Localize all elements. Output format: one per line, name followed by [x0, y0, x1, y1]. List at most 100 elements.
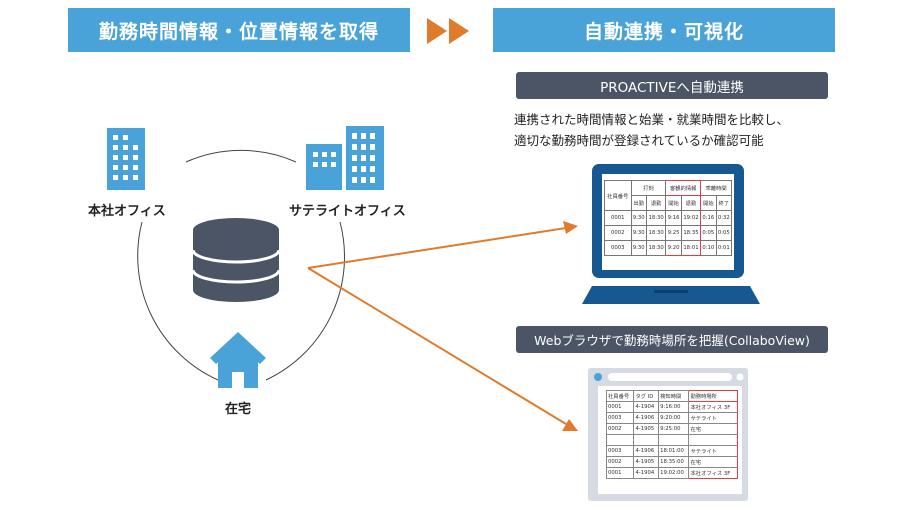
- table-header-cell: 退勤: [680, 195, 702, 211]
- table-row: 0001 9:30 18:30 9:16 19:02 0:16 0:32: [604, 210, 733, 226]
- table-cell: 9:30: [630, 210, 647, 226]
- database-icon: [191, 218, 281, 302]
- office-building-icon: [107, 128, 145, 190]
- circle-arc-left: [137, 221, 219, 381]
- table-cell: [688, 434, 738, 446]
- table-header-cell: 勤務時場所: [688, 390, 738, 402]
- laptop-base: [582, 286, 760, 304]
- table-cell: 0003: [605, 445, 635, 457]
- table-row: [605, 434, 738, 446]
- table-cell: 0002: [605, 456, 635, 468]
- table-cell: 18:35:00: [658, 456, 690, 468]
- table-cell: 0002: [604, 225, 632, 241]
- table-header-row: 社員番号 タグ ID 検知時間 勤務時場所: [605, 390, 738, 402]
- table-row: 0003 4-1906 9:20:00 サテライト: [605, 412, 738, 424]
- double-chevron-right-icon: [427, 18, 469, 44]
- table-header-cell: 打刻: [630, 180, 667, 196]
- table-cell: 0:05: [700, 225, 717, 241]
- table-cell: 18:35: [680, 225, 702, 241]
- table-cell: 9:30: [630, 225, 647, 241]
- table-cell: 0:10: [700, 240, 717, 256]
- browser-title: Webブラウザで勤務時場所を把握(CollaboView): [534, 333, 810, 348]
- table-header-cell: 開始: [700, 195, 717, 211]
- proactive-description-line1: 連携された時間情報と始業・就業時間を比較し、: [514, 112, 790, 127]
- circle-arc-right: [265, 221, 345, 381]
- table-header-cell: 退勤: [645, 195, 667, 211]
- table-header-row: 社員番号 打刻 客観的情報 乖離時間: [604, 180, 732, 211]
- table-cell: 18:30: [645, 225, 667, 241]
- arrow-to-browser: [307, 267, 578, 431]
- table-cell: [633, 434, 660, 446]
- browser-address-bar: [608, 373, 732, 381]
- proactive-description-line2: 適切な勤務時間が登録されているか確認可能: [514, 133, 764, 148]
- table-cell: 19:02:00: [658, 467, 690, 479]
- table-cell: 4-1906: [633, 445, 660, 457]
- table-cell: 0001: [605, 401, 635, 413]
- house-icon: [210, 332, 266, 388]
- browser-dot-icon: [594, 373, 602, 381]
- table-header-cell: 乖離時間: [700, 180, 732, 196]
- table-row: 0002 4-1905 9:25:00 在宅: [605, 423, 738, 435]
- table-cell: 9:25: [665, 225, 682, 241]
- table-cell: 4-1906: [633, 412, 660, 424]
- table-row: 0001 4-1904 9:16:00 本社オフィス 3F: [605, 401, 738, 413]
- right-section-header: 自動連携・可視化: [493, 8, 835, 52]
- table-cell: 0:32: [715, 210, 733, 226]
- table-cell: 19:02: [680, 210, 702, 226]
- table-row: 0001 4-1904 19:02:00 本社オフィス 3F: [605, 467, 738, 479]
- attendance-comparison-table: 社員番号 打刻 客観的情報 乖離時間 出勤 退勤 開始 退勤 開始 終了 000…: [604, 180, 733, 256]
- proactive-title-pill: PROACTIVEへ自動連携: [516, 72, 828, 99]
- browser-title-pill: Webブラウザで勤務時場所を把握(CollaboView): [516, 326, 828, 353]
- table-cell: 0001: [605, 467, 635, 479]
- table-cell: [605, 434, 635, 446]
- table-header-cell: 社員番号: [605, 390, 635, 402]
- table-row: 0002 9:30 18:30 9:25 18:35 0:05 0:05: [604, 225, 733, 241]
- table-row: 0003 9:30 18:30 9:20 18:01 0:10 0:01: [604, 240, 733, 256]
- table-cell: 4-1905: [633, 456, 660, 468]
- table-cell: 9:20:00: [658, 412, 690, 424]
- proactive-title: PROACTIVEへ自動連携: [600, 79, 744, 96]
- table-header-cell: 出勤: [630, 195, 647, 211]
- home-label: 在宅: [225, 402, 252, 417]
- table-cell: 4-1904: [633, 467, 660, 479]
- left-section-title: 勤務時間情報・位置情報を取得: [98, 20, 379, 43]
- table-cell: 0003: [605, 412, 635, 424]
- table-cell: サテライト: [688, 412, 738, 424]
- work-location-table: 社員番号 タグ ID 検知時間 勤務時場所 0001 4-1904 9:16:0…: [605, 390, 738, 479]
- table-header-cell: 終了: [715, 195, 733, 211]
- table-header-cell: 社員番号: [604, 180, 632, 211]
- table-cell: 0:01: [715, 240, 733, 256]
- table-header-cell: 検知時間: [658, 390, 690, 402]
- table-cell: 18:01:00: [658, 445, 690, 457]
- table-cell: 9:20: [665, 240, 682, 256]
- table-cell: 0:05: [715, 225, 733, 241]
- table-cell: 本社オフィス 3F: [688, 467, 738, 479]
- table-cell: [658, 434, 690, 446]
- satellite-office-label: サテライトオフィス: [289, 204, 406, 219]
- table-cell: 4-1904: [633, 401, 660, 413]
- table-header-cell: 客観的情報: [665, 180, 702, 196]
- table-cell: サテライト: [688, 445, 738, 457]
- table-cell: 9:16: [665, 210, 682, 226]
- satellite-office-icon: [306, 126, 384, 190]
- table-row: 0002 4-1905 18:35:00 在宅: [605, 456, 738, 468]
- table-row: 0003 4-1906 18:01:00 サテライト: [605, 445, 738, 457]
- table-header-cell: タグ ID: [633, 390, 660, 402]
- table-cell: 18:01: [680, 240, 702, 256]
- table-cell: 18:30: [645, 210, 667, 226]
- table-cell: 9:16:00: [658, 401, 690, 413]
- table-cell: 在宅: [688, 456, 738, 468]
- table-cell: 9:25:00: [658, 423, 690, 435]
- circle-arc-top: [185, 149, 297, 163]
- table-cell: 4-1905: [633, 423, 660, 435]
- table-header-cell: 開始: [665, 195, 682, 211]
- table-cell: 0:16: [700, 210, 717, 226]
- table-cell: 在宅: [688, 423, 738, 435]
- table-cell: 本社オフィス 3F: [688, 401, 738, 413]
- browser-menu-icon: [736, 373, 744, 381]
- table-cell: 0001: [604, 210, 632, 226]
- table-cell: 9:30: [630, 240, 647, 256]
- table-cell: 0003: [604, 240, 632, 256]
- right-section-title: 自動連携・可視化: [583, 20, 744, 43]
